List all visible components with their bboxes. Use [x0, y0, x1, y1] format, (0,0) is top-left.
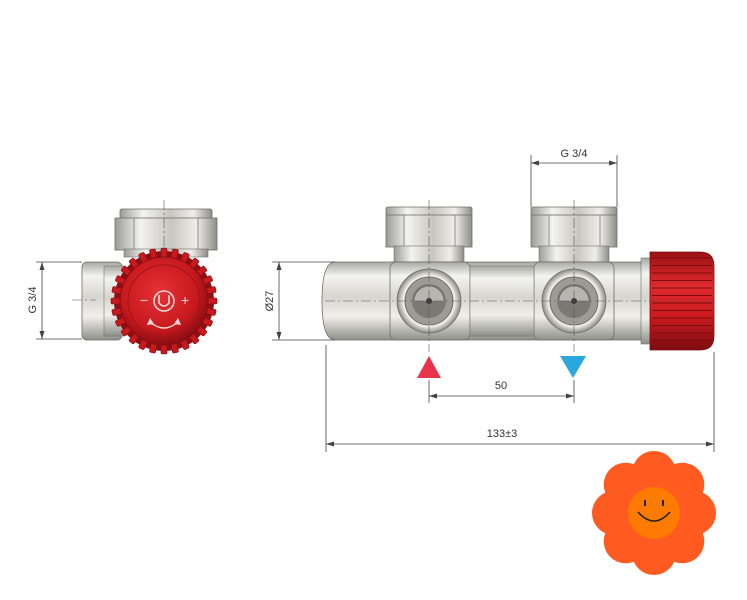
- side-view: − + G 3/4: [27, 200, 218, 355]
- supply-arrow-icon: [417, 356, 441, 378]
- diameter-dimension: Ø27: [264, 261, 335, 341]
- right-top-nut: [530, 206, 618, 263]
- left-top-nut: [385, 206, 473, 263]
- side-knob: − +: [110, 247, 218, 355]
- top-thread-label: G 3/4: [561, 148, 588, 160]
- front-view: G 3/4 Ø27 50: [264, 148, 715, 452]
- top-thread-dimension: G 3/4: [530, 148, 618, 207]
- side-thread-dimension: G 3/4: [27, 261, 82, 340]
- return-arrow-icon: [560, 356, 586, 378]
- port-spacing-label: 50: [495, 380, 507, 392]
- overall-length-dimension: 133±3: [325, 345, 715, 452]
- plus-sign: +: [181, 292, 189, 308]
- u-logo-icon: [153, 290, 175, 312]
- smiling-flower-icon: [592, 451, 716, 575]
- overall-length-label: 133±3: [487, 428, 518, 440]
- diameter-label: Ø27: [264, 291, 276, 312]
- side-thread-label: G 3/4: [27, 287, 39, 314]
- minus-sign: −: [140, 292, 148, 308]
- port-spacing-dimension: 50: [428, 380, 575, 403]
